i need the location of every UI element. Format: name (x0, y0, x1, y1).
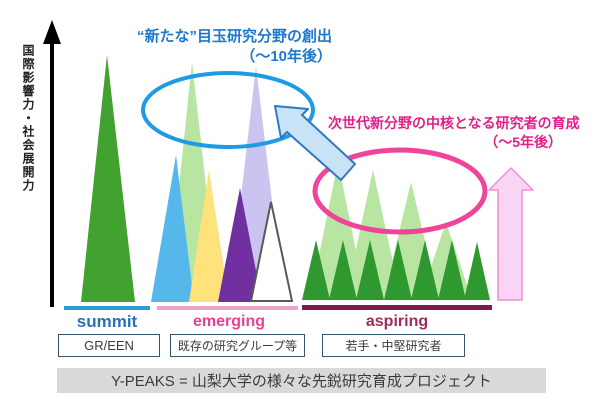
summit-underline (64, 306, 150, 310)
aspiring-highlight-ellipse (312, 147, 488, 235)
emerging-peak-white-outline (249, 201, 294, 302)
aspiring-small-peak (464, 242, 490, 300)
emerging-highlight-ellipse (141, 71, 315, 149)
aspiring-small-peak (356, 240, 384, 300)
y-axis-arrowhead-icon (43, 20, 61, 44)
annotation-new-field-line1: “新たな”目玉研究分野の創出 (136, 28, 332, 45)
footer-banner: Y-PEAKS = 山梨大学の様々な先鋭研究育成プロジェクト (57, 368, 546, 393)
aspiring-underline (302, 305, 492, 310)
emerging-label: emerging (192, 313, 265, 330)
aspiring-tall-peak (310, 162, 366, 300)
y-axis-label: 国際影響力・社会展開力 (21, 44, 35, 193)
emerging-peak-blue (151, 155, 194, 302)
emerging-group-box: 既存の研究グループ等 (170, 334, 305, 357)
annotation-researcher-development-line2: （～5年後） (484, 133, 562, 150)
emerging-peak-yellow (189, 170, 229, 302)
up-arrow-icon (488, 167, 534, 301)
up-left-arrow-icon (274, 105, 356, 181)
annotation-new-field: “新たな”目玉研究分野の創出 （～10年後） (133, 27, 332, 68)
aspiring-small-peak (438, 240, 466, 300)
aspiring-group-box: 若手・中堅研究者 (322, 334, 465, 357)
annotation-researcher-development: 次世代新分野の中核となる研究者の育成 （～5年後） (328, 114, 580, 152)
aspiring-tall-peak (345, 170, 401, 300)
aspiring-small-peak (302, 240, 330, 300)
summit-peak (81, 55, 135, 302)
aspiring-small-peak (329, 240, 357, 300)
emerging-underline (157, 306, 298, 310)
annotation-researcher-development-line1: 次世代新分野の中核となる研究者の育成 (328, 115, 580, 131)
aspiring-label: aspiring (365, 313, 429, 330)
summit-group-box: GR/EEN (58, 334, 160, 357)
summit-label: summit (76, 312, 138, 331)
aspiring-small-peak (384, 240, 412, 300)
emerging-peak-purple (218, 188, 262, 302)
annotation-new-field-line2: （～10年後） (240, 48, 332, 66)
aspiring-small-peak (411, 240, 439, 300)
